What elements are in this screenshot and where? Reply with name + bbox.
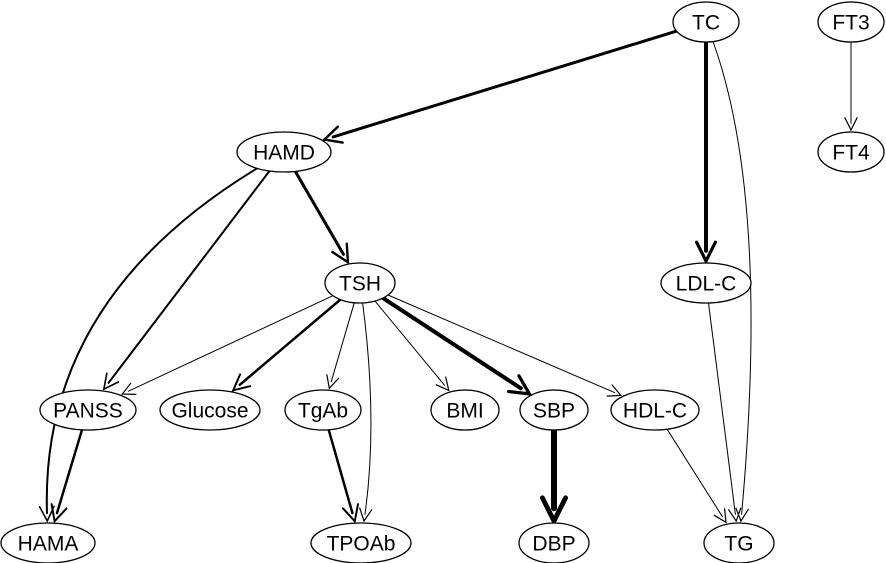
node-ft3: FT3	[817, 1, 885, 43]
node-dbp: DBP	[518, 522, 590, 563]
edge-tsh-to-tgab	[330, 302, 355, 383]
node-ellipse	[703, 522, 775, 563]
edge-tsh-to-panss	[127, 295, 334, 392]
node-glucose: Glucose	[159, 389, 261, 431]
edge-tsh-to-hdl-c	[387, 294, 616, 394]
node-label: DBP	[532, 533, 575, 556]
node-ellipse	[430, 389, 500, 431]
node-ellipse	[284, 389, 362, 431]
arrowhead-bmi	[435, 376, 450, 392]
node-label: LDL-C	[676, 273, 737, 296]
node-ellipse	[310, 522, 412, 563]
node-label: BMI	[446, 400, 483, 423]
node-label: HDL-C	[623, 400, 687, 423]
node-ft4: FT4	[817, 131, 885, 173]
node-label: TC	[692, 12, 720, 35]
node-ellipse	[519, 389, 589, 431]
node-label: FT4	[832, 142, 870, 165]
node-label: HAMD	[253, 142, 315, 165]
edge-ldl-c-to-tg	[708, 302, 736, 515]
node-ellipse	[518, 522, 590, 563]
arrowhead-hama	[38, 505, 55, 523]
node-label: Glucose	[171, 400, 248, 423]
node-ellipse	[159, 389, 261, 431]
node-tgab: TgAb	[284, 389, 362, 431]
edge-tc-to-hamd	[331, 29, 679, 139]
arrowhead-ldl-c	[695, 240, 717, 265]
node-label: FT3	[832, 12, 869, 35]
edge-tgab-to-tpoab	[327, 428, 354, 515]
node-label: HAMA	[18, 533, 79, 556]
edge-hamd-to-tsh	[293, 169, 345, 256]
arrowhead-tg	[713, 508, 727, 524]
node-hdl-c: HDL-C	[610, 389, 700, 431]
arrowhead-panss	[121, 382, 137, 395]
arrowhead-tg	[735, 507, 749, 523]
node-tpoab: TPOAb	[310, 522, 412, 563]
node-label: PANSS	[53, 400, 123, 423]
arrowhead-tgab	[326, 374, 340, 390]
edge-panss-to-hama	[55, 428, 84, 515]
edge-tsh-to-tpoab	[362, 302, 372, 515]
node-label: SBP	[533, 400, 575, 423]
arrowhead-dbp	[540, 495, 568, 527]
node-ellipse	[660, 262, 752, 304]
arrowhead-hdl-c	[606, 384, 623, 397]
node-ellipse	[672, 1, 740, 43]
arrowhead-tsh	[331, 242, 350, 265]
edge-tsh-to-glucose	[238, 298, 342, 387]
arrowhead-tpoab	[342, 503, 359, 524]
arrowhead-hama	[50, 503, 68, 524]
arrowhead-tpoab	[359, 507, 373, 523]
edge-tc-to-tg	[712, 41, 752, 515]
node-label: TgAb	[298, 400, 348, 423]
node-tg: TG	[703, 522, 775, 563]
node-ellipse	[610, 389, 700, 431]
arrowhead-tg	[728, 507, 742, 523]
arrowhead-hamd	[321, 125, 344, 144]
node-tsh: TSH	[324, 262, 396, 304]
node-ellipse	[817, 1, 885, 43]
node-bmi: BMI	[430, 389, 500, 431]
arrowhead-ft4	[844, 117, 858, 132]
node-tc: TC	[672, 1, 740, 43]
arrowhead-sbp	[507, 374, 533, 396]
edge-hdl-c-to-tg	[666, 428, 723, 518]
arrowhead-glucose	[231, 373, 252, 392]
edge-tsh-to-bmi	[374, 300, 445, 386]
arrowhead-panss	[102, 372, 120, 391]
node-panss: PANSS	[39, 389, 137, 431]
node-label: TSH	[339, 273, 381, 296]
node-ellipse	[236, 131, 332, 173]
node-label: TPOAb	[327, 533, 396, 556]
node-ellipse	[817, 131, 885, 173]
node-ellipse	[0, 522, 96, 563]
node-hama: HAMA	[0, 522, 96, 563]
edge-tsh-to-sbp	[381, 296, 523, 391]
node-sbp: SBP	[519, 389, 589, 431]
edge-hamd-to-hama	[45, 167, 258, 515]
node-ellipse	[324, 262, 396, 304]
node-hamd: HAMD	[236, 131, 332, 173]
edge-hamd-to-panss	[107, 170, 271, 384]
node-ldl-c: LDL-C	[660, 262, 752, 304]
node-label: TG	[724, 533, 753, 556]
node-ellipse	[39, 389, 137, 431]
edge-layer	[38, 29, 858, 527]
